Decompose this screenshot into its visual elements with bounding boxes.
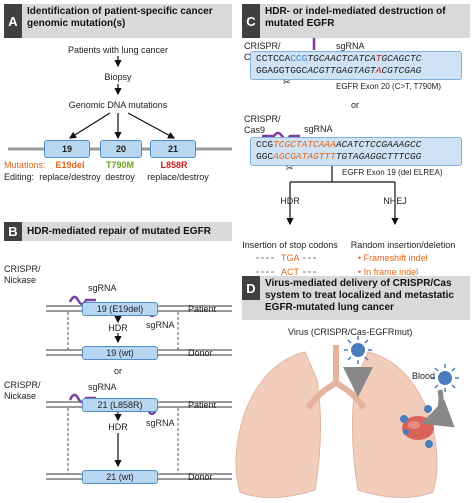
b-crispr-2: CRISPR/ <box>4 380 41 390</box>
seq1-top-b: CCG <box>290 53 308 64</box>
exon-19: 19 <box>44 140 90 158</box>
editing-label: Editing: <box>4 172 35 182</box>
lungs-illustration <box>235 345 438 499</box>
seq1-bot-a: GGAGGTGGC <box>256 65 308 76</box>
panel-c-arrows <box>286 165 399 226</box>
c-seq1-box <box>250 51 462 80</box>
c-or: or <box>350 100 360 110</box>
seq1-top-e: GCAGCTC <box>381 53 422 64</box>
exon-21-wt: 21 (wt) <box>82 470 158 484</box>
step-genomic: Genomic DNA mutations <box>68 100 168 110</box>
c-sgrna-1: sgRNA <box>336 41 365 51</box>
panel-d-title: Virus-mediated delivery of CRISPR/Cas sy… <box>265 278 454 313</box>
exon-20: 20 <box>100 140 142 158</box>
d-blood-label: Blood <box>412 371 436 381</box>
c-hdr-outcome: Insertion of stop codons <box>242 240 338 250</box>
b-patient-1: Patient <box>188 304 217 314</box>
b-sgrna-2b: sgRNA <box>146 418 175 428</box>
panel-c-header: C HDR- or indel-mediated destruction of … <box>242 4 470 38</box>
c-seq2-top: CCGTCGCTATCAAAACATCTCCGAAAGCC <box>256 140 421 150</box>
c-sgrna-2: sgRNA <box>304 124 333 134</box>
mutation-l858r: L858R <box>160 160 188 170</box>
b-patient-2: Patient <box>188 400 217 410</box>
virus-particles <box>351 343 452 448</box>
b-sgrna-1b: sgRNA <box>146 320 175 330</box>
panel-d-letter: D <box>242 276 260 300</box>
b-donor-1: Donor <box>188 348 213 358</box>
seq1-bot-c: A <box>375 65 382 76</box>
c-seq1-bot: GGAGGTGGCACGTTGAGTAGTACGTCGAG <box>256 66 421 76</box>
mutation-e19del: E19del <box>55 160 85 170</box>
seq1-bot-d: CGTCGAG <box>381 65 422 76</box>
panel-b-header: B HDR-mediated repair of mutated EGFR <box>4 222 232 241</box>
c-cas9-2: Cas9 <box>244 125 266 135</box>
panel-a-header: A Identification of patient-specific can… <box>4 4 232 38</box>
mutations-label: Mutations: <box>4 160 46 170</box>
b-sgrna-1a: sgRNA <box>88 283 117 293</box>
scissors-icon-2: ✂ <box>286 163 294 173</box>
b-sgrna-2a: sgRNA <box>88 382 117 392</box>
b-crispr-1: CRISPR/ <box>4 264 41 274</box>
c-indel-inframe: • In frame indel <box>358 267 419 277</box>
panel-b-dna-lines <box>46 305 232 480</box>
c-seq2-bot: GGCAGCGATAGTTTTGTAGAGGCTTTCGG <box>256 152 421 162</box>
scissors-icon: ✂ <box>283 77 291 87</box>
b-hdr-2: HDR <box>108 422 128 432</box>
c-seq1-label: EGFR Exon 20 (C>T, T790M) <box>336 82 441 91</box>
edit-21: replace/destroy <box>147 172 209 182</box>
edit-20: destroy <box>105 172 135 182</box>
c-nhej-outcome: Random insertion/deletion <box>350 240 456 250</box>
c-indel-frameshift: • Frameshift indel <box>358 253 428 263</box>
c-nhej: NHEJ <box>383 196 407 206</box>
seq2-bot-b: AGCGATAGTTT <box>273 151 336 162</box>
c-seq2-box <box>250 137 462 166</box>
seq1-top-c: TGCAACTCATCA <box>307 53 376 64</box>
c-seq2-label: EGFR Exon 19 (del ELREA) <box>342 168 443 177</box>
exon-19-wt: 19 (wt) <box>82 346 158 360</box>
c-codon-tga: TGA <box>281 253 300 263</box>
seq2-bot-a: GGC <box>256 151 274 162</box>
exon-21: 21 <box>150 140 196 158</box>
seq1-top-a: CCTCCA <box>256 53 291 64</box>
seq2-top-c: ACATCTCCGAAAGCC <box>335 139 422 150</box>
panel-d-header: D Virus-mediated delivery of CRISPR/Cas … <box>242 276 470 320</box>
seq2-top-a: CCG <box>256 139 274 150</box>
b-nickase-2: Nickase <box>4 391 37 401</box>
c-crispr-2: CRISPR/ <box>244 114 281 124</box>
seq1-top-d: T <box>375 53 382 64</box>
seq2-top-b: TCGCTATCAAA <box>273 139 336 150</box>
seq1-bot-b: ACGTTGAGTAGT <box>307 65 376 76</box>
step-biopsy: Biopsy <box>104 72 132 82</box>
b-donor-2: Donor <box>188 472 213 482</box>
c-crispr-1: CRISPR/ <box>244 41 281 51</box>
edit-19: replace/destroy <box>39 172 101 182</box>
panel-b-letter: B <box>4 222 22 241</box>
seq2-bot-c: TGTAGAGGCTTTCGG <box>335 151 422 162</box>
virus-spikes <box>344 336 459 392</box>
panel-a-title: Identification of patient-specific cance… <box>27 6 213 29</box>
c-seq1-top: CCTCCACCGTGCAACTCATCATGCAGCTC <box>256 54 421 64</box>
mutation-t790m: T790M <box>105 160 135 170</box>
b-nickase-1: Nickase <box>4 275 37 285</box>
panel-a-arrows <box>68 56 176 140</box>
panel-c-codon-dashes <box>256 257 318 273</box>
exon-21-l858r: 21 (L858R) <box>82 398 158 412</box>
exon-19-e19del: 19 (E19del) <box>82 302 158 316</box>
b-or: or <box>113 366 123 376</box>
panel-c-letter: C <box>242 4 260 38</box>
c-codon-act: ACT <box>281 267 299 277</box>
panel-c-title: HDR- or indel-mediated destruction of mu… <box>265 6 446 29</box>
b-hdr-1: HDR <box>108 323 128 333</box>
d-virus-label: Virus (CRISPR/Cas-EGFRmut) <box>288 327 413 337</box>
panel-b-title: HDR-mediated repair of mutated EGFR <box>27 225 211 237</box>
step-patients: Patients with lung cancer <box>67 45 169 55</box>
panel-d-arrows <box>343 367 455 428</box>
c-hdr: HDR <box>280 196 300 206</box>
panel-b-dashes <box>67 312 179 474</box>
panel-a-letter: A <box>4 4 22 38</box>
